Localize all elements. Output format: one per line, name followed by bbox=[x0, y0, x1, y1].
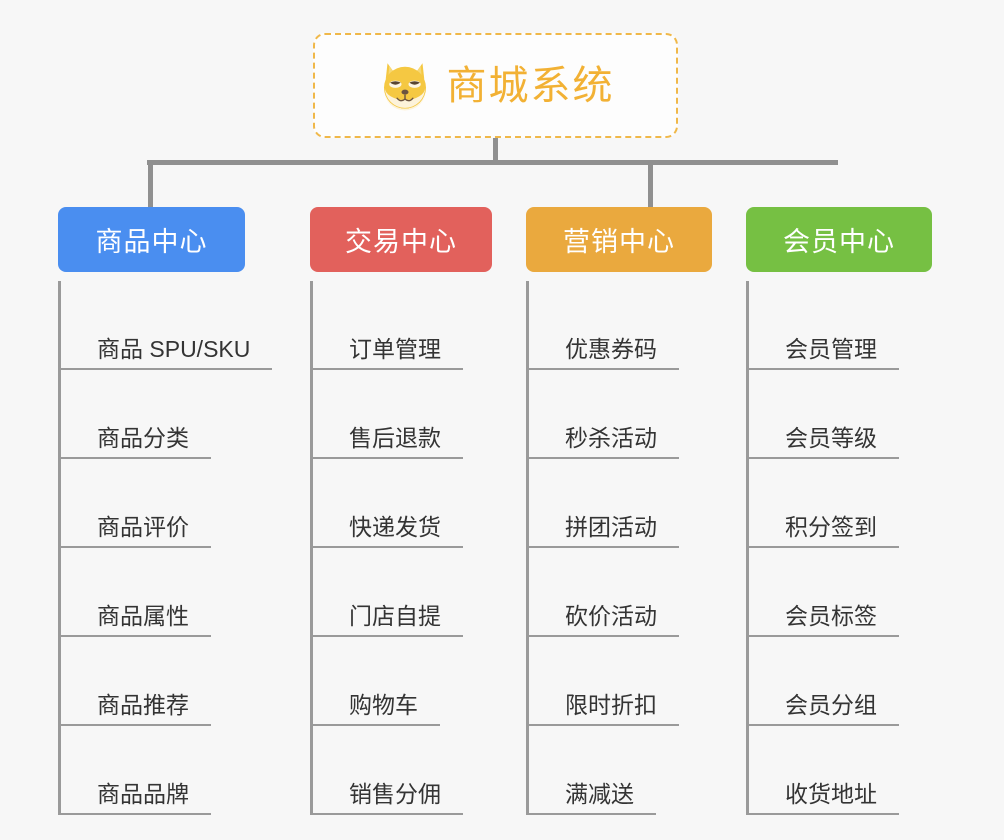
list-item-label: 销售分佣 bbox=[313, 781, 463, 815]
list-item[interactable]: 会员等级 bbox=[749, 370, 932, 459]
list-item-label: 商品品牌 bbox=[61, 781, 211, 815]
branch-items-member: 会员管理 会员等级 积分签到 会员标签 会员分组 收货地址 bbox=[746, 281, 932, 815]
list-item-label: 秒杀活动 bbox=[529, 425, 679, 459]
branch-items-trade: 订单管理 售后退款 快递发货 门店自提 购物车 销售分佣 bbox=[310, 281, 492, 815]
list-item[interactable]: 商品评价 bbox=[61, 459, 272, 548]
list-item[interactable]: 优惠券码 bbox=[529, 281, 712, 370]
branch-drop-line bbox=[648, 161, 653, 207]
list-item-label: 购物车 bbox=[313, 692, 440, 726]
list-item-label: 会员等级 bbox=[749, 425, 899, 459]
list-item[interactable]: 砍价活动 bbox=[529, 548, 712, 637]
list-item-label: 订单管理 bbox=[313, 336, 463, 370]
list-item[interactable]: 积分签到 bbox=[749, 459, 932, 548]
branch-drop-line bbox=[148, 161, 153, 207]
list-item[interactable]: 限时折扣 bbox=[529, 637, 712, 726]
list-item[interactable]: 拼团活动 bbox=[529, 459, 712, 548]
branch-header-marketing[interactable]: 营销中心 bbox=[526, 207, 712, 272]
list-item[interactable]: 售后退款 bbox=[313, 370, 492, 459]
branch-header-trade[interactable]: 交易中心 bbox=[310, 207, 492, 272]
list-item[interactable]: 商品分类 bbox=[61, 370, 272, 459]
list-item[interactable]: 快递发货 bbox=[313, 459, 492, 548]
list-item-label: 拼团活动 bbox=[529, 514, 679, 548]
list-item-label: 商品评价 bbox=[61, 514, 211, 548]
root-stem-line bbox=[493, 138, 498, 162]
list-item[interactable]: 会员管理 bbox=[749, 281, 932, 370]
list-item[interactable]: 收货地址 bbox=[749, 726, 932, 815]
list-item-label: 商品推荐 bbox=[61, 692, 211, 726]
list-item[interactable]: 购物车 bbox=[313, 637, 492, 726]
list-item-label: 会员标签 bbox=[749, 603, 899, 637]
list-item-label: 门店自提 bbox=[313, 603, 463, 637]
branch-header-member[interactable]: 会员中心 bbox=[746, 207, 932, 272]
list-item-label: 商品属性 bbox=[61, 603, 211, 637]
list-item-label: 满减送 bbox=[529, 781, 656, 815]
list-item-label: 收货地址 bbox=[749, 781, 899, 815]
branch-column-marketing: 营销中心 优惠券码 秒杀活动 拼团活动 砍价活动 限时折扣 满减送 bbox=[526, 207, 712, 815]
list-item-label: 限时折扣 bbox=[529, 692, 679, 726]
list-item[interactable]: 商品品牌 bbox=[61, 726, 272, 815]
list-item[interactable]: 会员分组 bbox=[749, 637, 932, 726]
list-item-label: 优惠券码 bbox=[529, 336, 679, 370]
list-item-label: 商品分类 bbox=[61, 425, 211, 459]
list-item[interactable]: 会员标签 bbox=[749, 548, 932, 637]
branch-column-trade: 交易中心 订单管理 售后退款 快递发货 门店自提 购物车 销售分佣 bbox=[310, 161, 653, 815]
list-item[interactable]: 商品推荐 bbox=[61, 637, 272, 726]
list-item-label: 商品 SPU/SKU bbox=[61, 336, 273, 370]
branch-header-product[interactable]: 商品中心 bbox=[58, 207, 245, 272]
list-item-label: 积分签到 bbox=[749, 514, 899, 548]
root-title: 商城系统 bbox=[446, 63, 615, 108]
branch-column-product: 商品中心 商品 SPU/SKU 商品分类 商品评价 商品属性 商品推荐 商品品牌 bbox=[58, 161, 273, 815]
list-item[interactable]: 订单管理 bbox=[313, 281, 492, 370]
shiba-dog-face-icon bbox=[383, 62, 426, 110]
list-item[interactable]: 商品 SPU/SKU bbox=[61, 281, 273, 370]
branch-bus-line bbox=[147, 160, 838, 165]
list-item-label: 会员分组 bbox=[749, 692, 899, 726]
list-item-label: 会员管理 bbox=[749, 336, 899, 370]
branch-items-product: 商品 SPU/SKU 商品分类 商品评价 商品属性 商品推荐 商品品牌 bbox=[58, 281, 273, 815]
branch-items-marketing: 优惠券码 秒杀活动 拼团活动 砍价活动 限时折扣 满减送 bbox=[526, 281, 712, 815]
list-item[interactable]: 秒杀活动 bbox=[529, 370, 712, 459]
list-item[interactable]: 满减送 bbox=[529, 726, 712, 815]
list-item-label: 快递发货 bbox=[313, 514, 463, 548]
root-node[interactable]: 商城系统 bbox=[313, 33, 678, 138]
branch-column-member: 会员中心 会员管理 会员等级 积分签到 会员标签 会员分组 收货地址 bbox=[746, 207, 932, 815]
list-item[interactable]: 销售分佣 bbox=[313, 726, 492, 815]
list-item-label: 砍价活动 bbox=[529, 603, 679, 637]
list-item-label: 售后退款 bbox=[313, 425, 463, 459]
list-item[interactable]: 商品属性 bbox=[61, 548, 272, 637]
list-item[interactable]: 门店自提 bbox=[313, 548, 492, 637]
